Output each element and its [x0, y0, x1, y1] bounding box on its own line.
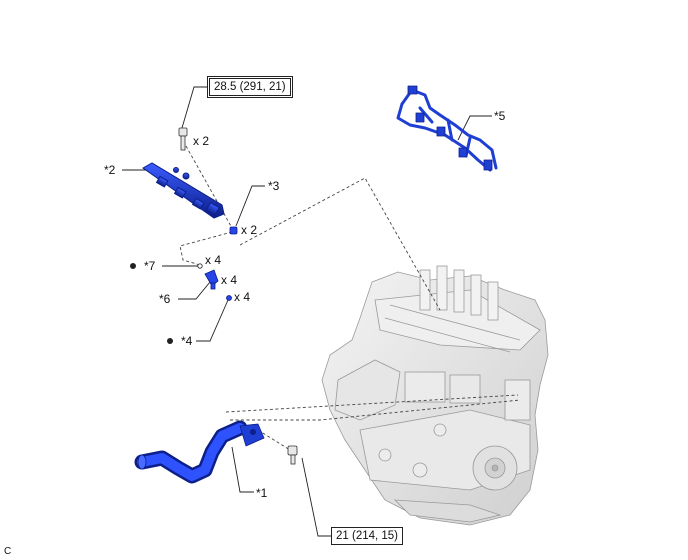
- callout-3: *3: [268, 179, 280, 193]
- o-ring-icon: [197, 263, 203, 269]
- non-reusable-part-dot-icon: [167, 338, 173, 344]
- wire-harness-icon: [396, 85, 498, 172]
- callout-6: *6: [159, 292, 171, 306]
- fuel-delivery-pipe-icon: [142, 162, 225, 219]
- bolt-icon: [178, 127, 188, 151]
- torque-spec-bottom: 21 (214, 15): [331, 527, 404, 545]
- seal-icon: [226, 295, 232, 301]
- torque-spec-top: 28.5 (291, 21): [207, 76, 293, 98]
- o-ring-quantity-label: x 4: [205, 253, 222, 267]
- leader-lines: [122, 86, 492, 537]
- bolt-quantity-label: x 2: [193, 134, 210, 148]
- callout-4: *4: [181, 334, 193, 348]
- seal-quantity-label: x 4: [234, 290, 251, 304]
- insulator-quantity-label: x 2: [241, 223, 258, 237]
- insulator-icon: [229, 226, 238, 235]
- injector-quantity-label: x 4: [221, 273, 238, 287]
- non-reusable-part-dot-icon: [130, 263, 136, 269]
- engine-block-icon: [321, 265, 549, 526]
- callout-5: *5: [494, 109, 506, 123]
- water-outlet-pipe-icon: [134, 420, 265, 484]
- callout-1: *1: [256, 486, 268, 500]
- callout-2: *2: [104, 163, 116, 177]
- illustration-corner-code: C: [4, 546, 12, 557]
- injector-icon: [204, 269, 219, 290]
- callout-7: *7: [144, 259, 156, 273]
- bolt-icon: [287, 445, 298, 465]
